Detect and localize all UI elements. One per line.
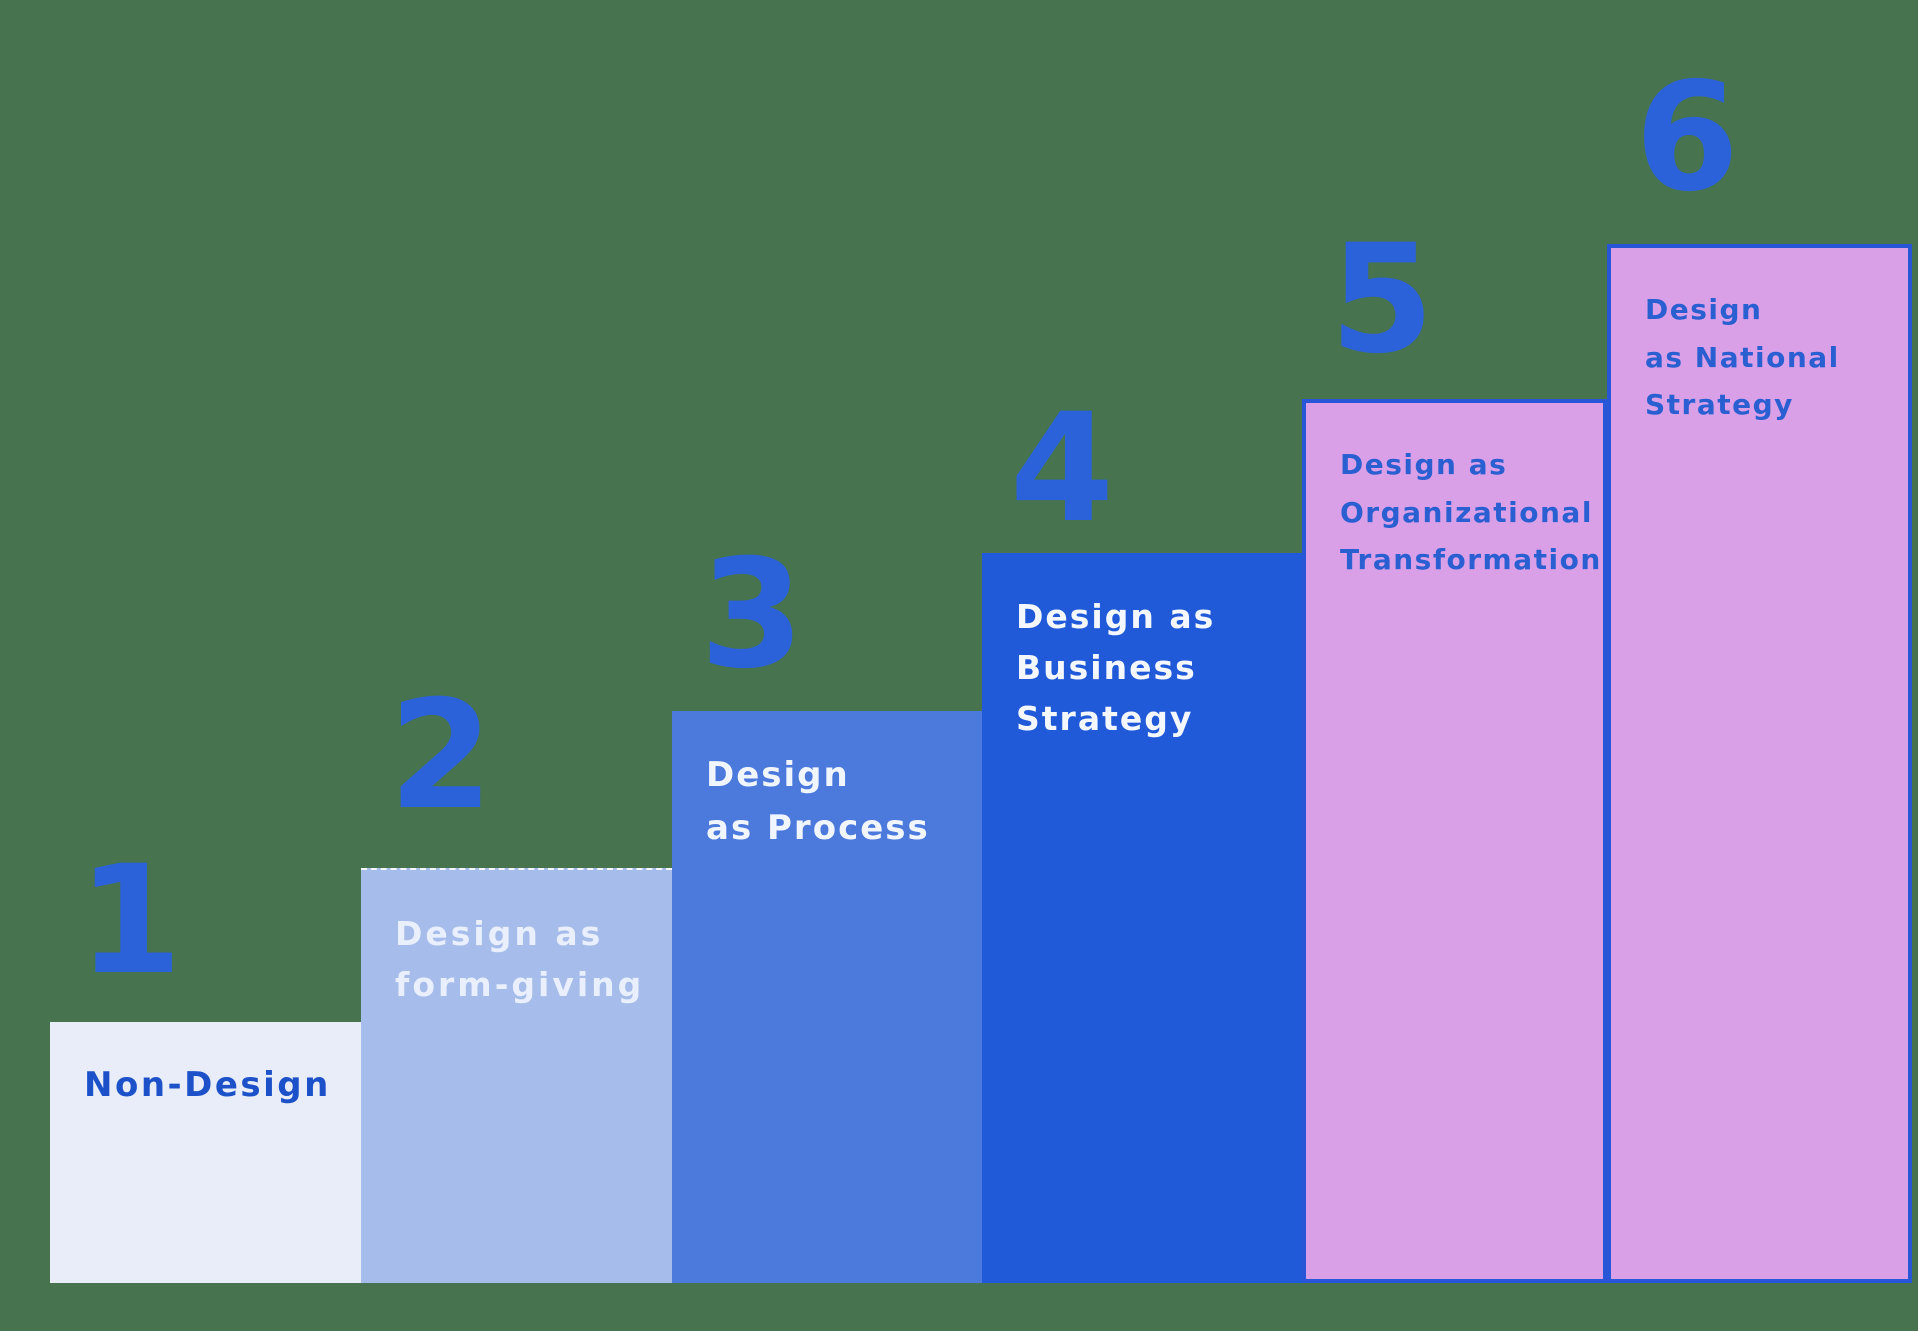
step-bar-4: Design as Business Strategy: [982, 553, 1302, 1283]
step-label-line: as Process: [706, 807, 930, 848]
step-label-line: Strategy: [1016, 699, 1194, 739]
step-bar-6: Design as National Strategy: [1607, 244, 1912, 1283]
step-label-line: as National: [1645, 340, 1840, 374]
step-label-line: Design: [706, 755, 850, 795]
step-number-1: 1: [77, 834, 183, 1008]
step-label-line: Transformation: [1340, 543, 1602, 577]
step-number-2: 2: [388, 669, 494, 843]
step-bar-3: Design as Process: [672, 711, 982, 1283]
step-label-line: Strategy: [1645, 388, 1794, 422]
step-label-line: Design as: [1340, 448, 1508, 481]
step-label-6: Design as National Strategy: [1645, 286, 1888, 429]
step-label-3: Design as Process: [706, 749, 962, 854]
step-label-1: Non-Design: [84, 1060, 341, 1111]
step-label-5: Design as Organizational Transformation: [1340, 441, 1602, 584]
step-number-6: 6: [1634, 51, 1740, 225]
step-number-4: 4: [1009, 382, 1115, 556]
step-label-line: Organizational: [1340, 495, 1593, 529]
step-number-3: 3: [699, 528, 805, 702]
step-label-line: Non-Design: [84, 1065, 331, 1105]
step-bar-5: Design as Organizational Transformation: [1302, 399, 1607, 1283]
step-number-5: 5: [1329, 213, 1435, 387]
step-label-line: Design as: [395, 914, 604, 953]
step-label-2: Design as form-giving: [395, 908, 652, 1010]
step-label-4: Design as Business Strategy: [1016, 591, 1282, 744]
step-label-line: Design: [1645, 293, 1763, 326]
step-label-line: Business: [1016, 648, 1197, 688]
step-label-line: form-giving: [395, 965, 645, 1005]
step-label-line: Design as: [1016, 597, 1216, 636]
step-bar-2: Design as form-giving: [361, 868, 672, 1283]
step-bar-1: Non-Design: [50, 1022, 361, 1283]
